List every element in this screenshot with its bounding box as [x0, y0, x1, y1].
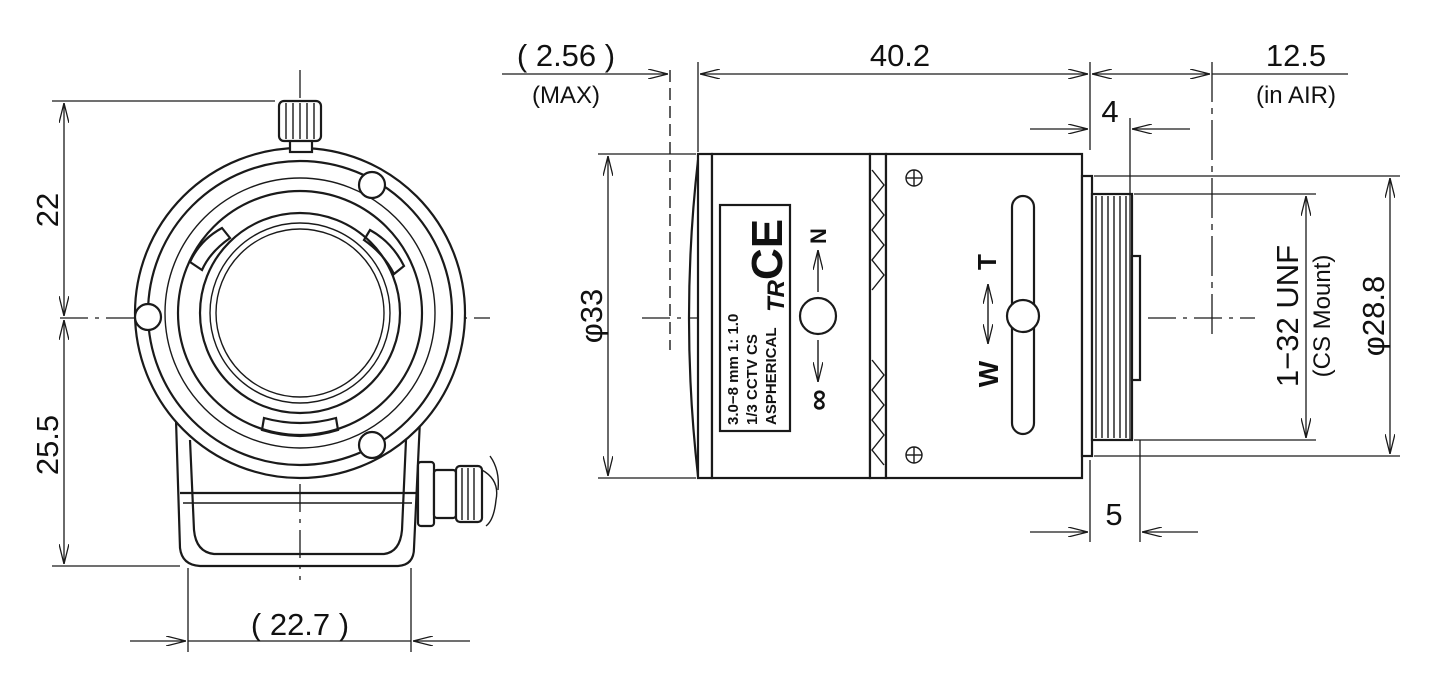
- dim-2-56-note: (MAX): [532, 82, 600, 109]
- thread-spec-label: 1−32 UNF: [1270, 245, 1305, 387]
- knurl-ring: [868, 152, 888, 480]
- dim-4: 4: [1030, 94, 1190, 440]
- side-screw: [416, 455, 500, 528]
- ce-mark: CE: [743, 219, 792, 280]
- rear-flange: [1080, 174, 1094, 458]
- label-line2: 1/3 CCTV CS: [744, 334, 761, 425]
- dim-12-5-label: 12.5: [1266, 38, 1326, 73]
- label-brand: TR: [763, 279, 790, 312]
- front-view: 22 25.5 ( 22.7 ): [30, 70, 500, 652]
- focus-knob: [798, 296, 838, 336]
- front-cap: [669, 70, 714, 480]
- dim-22-7-label: ( 22.7 ): [251, 607, 349, 642]
- lens-label: 3.0−8 mm 1: 1.0 1/3 CCTV CS ASPHERICAL T…: [718, 203, 792, 433]
- dim-width: ( 22.7 ): [130, 568, 470, 652]
- dim-22-label: 22: [30, 193, 65, 227]
- zoom-barrel: T W: [884, 152, 1084, 480]
- side-view: 3.0−8 mm 1: 1.0 1/3 CCTV CS ASPHERICAL T…: [502, 38, 1400, 542]
- focus-indicator: N ∞: [798, 228, 838, 411]
- dim-2-56-label: ( 2.56 ): [517, 38, 615, 73]
- zoom-knob: [1005, 298, 1041, 334]
- zoom-wide-label: W: [973, 360, 1004, 387]
- dim-phi33: φ33: [574, 153, 696, 479]
- thread-spec-note: (CS Mount): [1309, 255, 1336, 378]
- label-line1: 3.0−8 mm 1: 1.0: [725, 314, 742, 425]
- dim-phi28-8-label: φ28.8: [1356, 276, 1391, 356]
- dim-12-5-note: (in AIR): [1256, 82, 1336, 109]
- dim-25-5-label: 25.5: [30, 415, 65, 475]
- grip-slots: [188, 226, 406, 438]
- label-line3: ASPHERICAL: [763, 327, 780, 425]
- dim-height: 22 25.5: [30, 100, 275, 567]
- dim-5-label: 5: [1105, 497, 1122, 532]
- dim-40-2-label: 40.2: [870, 38, 930, 73]
- focus-infinity-label: ∞: [802, 389, 835, 410]
- dim-phi28-8: φ28.8: [1094, 175, 1400, 457]
- zoom-tele-label: T: [972, 254, 1002, 270]
- label-plate: [718, 203, 792, 433]
- dim-thread: 1−32 UNF (CS Mount): [1134, 193, 1336, 441]
- top-knob: [277, 99, 323, 154]
- mount-holes: [133, 170, 387, 460]
- front-mount-body: [174, 419, 422, 568]
- outer-ring: [133, 146, 467, 480]
- lens-aperture: [198, 211, 402, 415]
- cs-mount-thread: [1090, 192, 1142, 442]
- dim-5: 5: [1030, 440, 1198, 542]
- dim-4-label: 4: [1101, 94, 1118, 129]
- dim-phi33-label: φ33: [574, 289, 609, 344]
- focus-near-label: N: [806, 228, 831, 244]
- dim-top: ( 2.56 ) (MAX) 40.2 12.5 (in AIR): [502, 38, 1348, 340]
